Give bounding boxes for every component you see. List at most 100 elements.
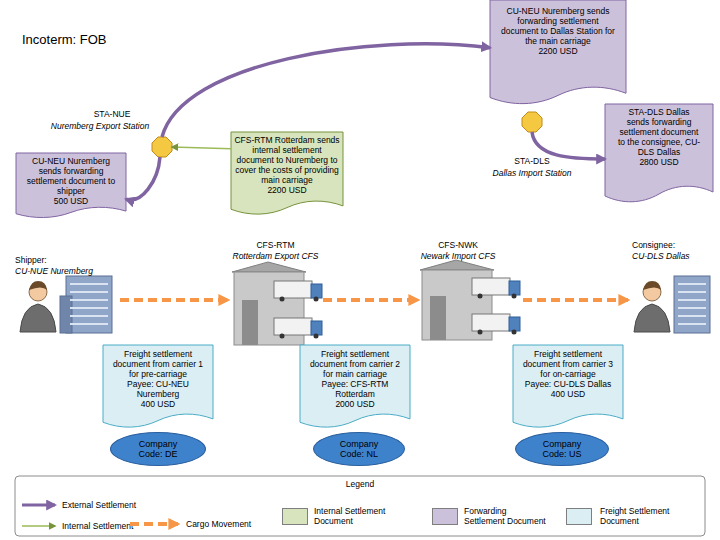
warehouse-door	[242, 300, 258, 345]
office-building	[60, 296, 72, 333]
office-building	[66, 276, 112, 333]
document-body: Freight settlement document from carrier…	[300, 345, 410, 409]
shipper-actor: Shipper:CU-NUE Nuremberg	[15, 255, 120, 335]
truck-wheel	[478, 294, 483, 299]
truck-cab	[509, 281, 520, 295]
legend-swatch	[566, 508, 592, 525]
document-outline	[605, 104, 713, 202]
legend-swatch	[282, 508, 308, 525]
document-outline	[103, 345, 213, 427]
truck-cab	[311, 284, 322, 298]
truck-trailer	[274, 281, 312, 298]
party-heading: Shipper:	[15, 255, 115, 265]
amount-text: 500 USD	[22, 196, 120, 206]
amount-text: 2800 USD	[617, 157, 701, 167]
legend-heading: Legend	[330, 479, 390, 489]
document-outline	[300, 345, 410, 427]
truck-wheel	[512, 330, 517, 335]
legend-swatch	[432, 508, 458, 525]
company-code-ellipse: Company Code: US	[515, 432, 609, 466]
document-text: Freight settlement document from carrier…	[108, 349, 208, 379]
freight-document: Freight settlement document from carrier…	[103, 345, 213, 429]
freight-document: Freight settlement document from carrier…	[513, 345, 623, 429]
document-text: Freight settlement document from carrier…	[518, 349, 618, 379]
octagon-shape	[152, 137, 172, 157]
warehouse-door	[430, 296, 446, 340]
person-hair	[29, 281, 47, 290]
document-text: Freight settlement document from carrier…	[305, 349, 405, 379]
legend-text: Forwarding Settlement Document	[464, 506, 548, 526]
legend-line-sample	[130, 522, 178, 526]
ellipse-body: Company Code: NL	[330, 439, 388, 459]
legend-text: Cargo Movement	[186, 519, 266, 529]
octagon-shape	[522, 112, 542, 132]
amount-text: 2000 USD	[305, 399, 405, 409]
document-text: Payee: CU-NEU Nuremberg	[108, 379, 208, 399]
party-name: Newark Import CFS	[413, 251, 503, 261]
forwarding-document: CU-NEU Nuremberg sends forwarding settle…	[16, 153, 126, 219]
document-outline	[513, 345, 623, 427]
document-text: CU-NEU Nuremberg sends forwarding settle…	[500, 6, 616, 46]
truck-trailer	[274, 318, 312, 335]
person-hair	[643, 281, 661, 290]
external-settlement-arrow	[162, 44, 490, 137]
internal-document: CFS-RTM Rotterdam sends internal settlem…	[231, 132, 343, 216]
freight-document: Freight settlement document from carrier…	[300, 345, 410, 429]
document-body: STA-DLS Dallas sends forwarding settleme…	[605, 104, 713, 167]
truck-trailer	[472, 314, 510, 331]
document-text: CFS-RTM Rotterdam sends internal settlem…	[234, 135, 340, 185]
station-octagon: STA-NUENuremberg Export Station	[152, 137, 172, 157]
amount-text: 2200 USD	[500, 46, 616, 56]
party-heading: Consignee:	[632, 240, 717, 250]
party-name: CU-DLS Dallas	[632, 251, 717, 261]
legend-text: Internal Settlement Document	[314, 506, 398, 526]
legend-text: Freight Settlement Document	[600, 506, 692, 526]
forwarding-document: CU-NEU Nuremberg sends forwarding settle…	[490, 0, 626, 106]
person-body	[634, 304, 670, 332]
truck-wheel	[512, 294, 517, 299]
building-windows	[70, 284, 108, 324]
document-body: Freight settlement document from carrier…	[103, 345, 213, 409]
import-cfs: CFS-NWKNewark Import CFS	[418, 240, 523, 340]
station-code: STA-DLS	[502, 156, 562, 166]
document-text: Payee: CU-DLS Dallas	[518, 379, 618, 389]
amount-text: 400 USD	[108, 399, 208, 409]
station-octagon: STA-DLSDallas Import Station	[522, 112, 542, 132]
cargo-arrow	[323, 298, 418, 302]
building-windows	[678, 284, 706, 324]
party-name: CU-NUE Nuremberg	[15, 266, 120, 276]
cargo-arrow	[523, 298, 628, 302]
document-body: CFS-RTM Rotterdam sends internal settlem…	[231, 132, 343, 195]
warehouse-roof	[420, 260, 494, 270]
document-text: CU-NEU Nuremberg sends forwarding settle…	[22, 156, 120, 196]
document-outline	[490, 0, 626, 104]
document-body: CU-NEU Nuremberg sends forwarding settle…	[490, 0, 626, 56]
export-cfs: CFS-RTMRotterdam Export CFS	[228, 240, 323, 345]
document-outline	[231, 132, 343, 214]
truck-cab	[509, 317, 520, 331]
truck-wheel	[314, 334, 319, 339]
legend-frame	[15, 476, 705, 536]
document-text: Payee: CFS-RTM Rotterdam	[305, 379, 405, 399]
station-name: Dallas Import Station	[492, 168, 572, 178]
truck-wheel	[280, 297, 285, 302]
document-text: STA-DLS Dallas sends forwarding settleme…	[617, 107, 701, 157]
external-settlement-arrow	[126, 157, 160, 200]
consignee-actor: Consignee:CU-DLS Dallas	[628, 240, 713, 335]
document-outline	[16, 153, 126, 218]
document-body: Freight settlement document from carrier…	[513, 345, 623, 399]
company-code-text: Company Code: US	[533, 439, 591, 459]
station-name: Nuremberg Export Station	[44, 121, 156, 131]
ellipse-body: Company Code: US	[533, 439, 591, 459]
party-heading: CFS-RTM	[228, 240, 323, 250]
truck-wheel	[280, 334, 285, 339]
truck-wheel	[478, 330, 483, 335]
person-body	[20, 304, 56, 332]
legend-text: External Settlement	[62, 500, 162, 510]
diagram-title: Incoterm: FOB	[22, 32, 107, 47]
company-code-ellipse: Company Code: NL	[313, 432, 405, 466]
ellipse-body: Company Code: DE	[129, 439, 187, 459]
legend-line-sample	[22, 525, 55, 527]
octagon-outline	[522, 112, 542, 132]
party-name: Rotterdam Export CFS	[220, 251, 331, 261]
